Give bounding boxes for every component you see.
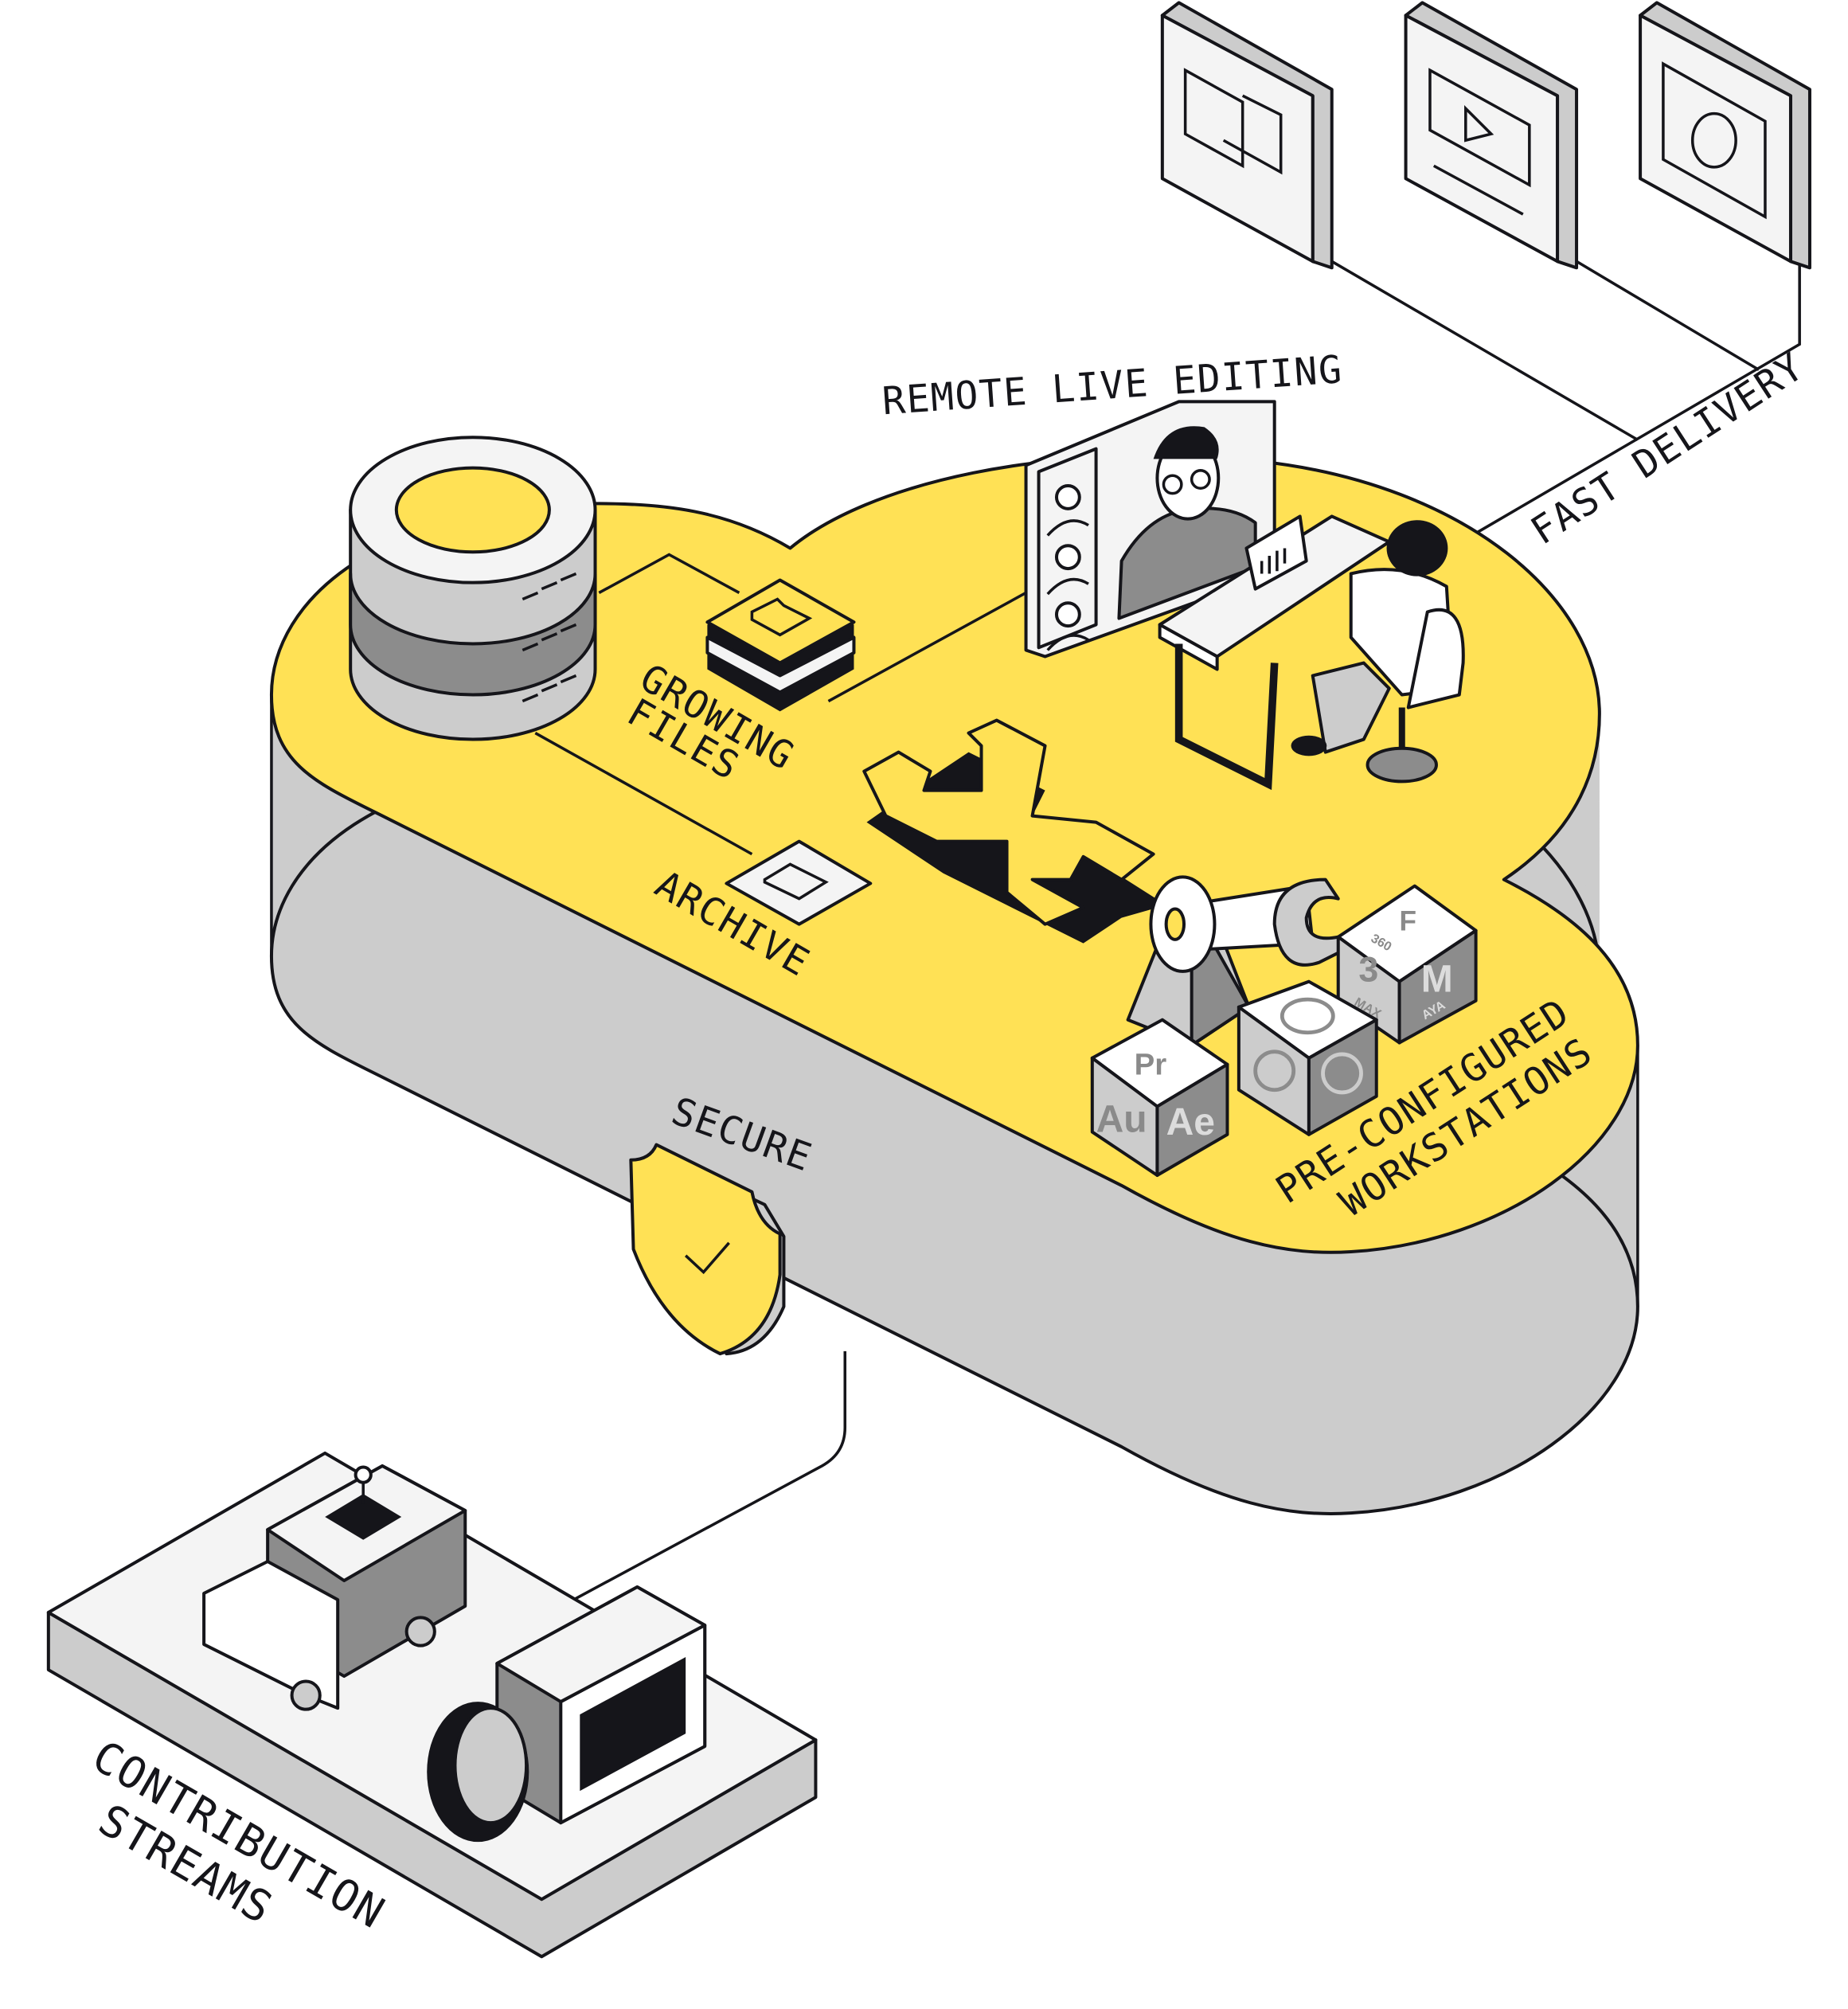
davinci-resolve-icon — [1280, 997, 1335, 1035]
svg-text:Au: Au — [1096, 1099, 1147, 1141]
security-shield-icon — [629, 1143, 786, 1356]
contribution-platform — [46, 1451, 818, 1959]
brand-x-logo — [862, 718, 1166, 944]
connector-lines — [572, 260, 1801, 1601]
archive-icon — [725, 839, 873, 926]
fast-delivery-label: FAST DELIVERY — [1523, 344, 1812, 553]
cube-adobe: Pr Au Ae — [1090, 1018, 1229, 1177]
svg-text:Ae: Ae — [1166, 1101, 1215, 1143]
delivery-screens — [1160, 1, 1811, 270]
svg-text:F: F — [1400, 906, 1417, 937]
svg-text:3: 3 — [1358, 950, 1378, 990]
cube-autodesk: F 360 3 MAX M AYA — [1336, 884, 1478, 1045]
broadcast-truck-icon — [202, 1464, 467, 1711]
cube-resolve-nuke — [1237, 979, 1378, 1136]
svg-text:M: M — [1421, 958, 1453, 1000]
nuke-icon — [1253, 1049, 1296, 1092]
svg-text:Pr: Pr — [1135, 1048, 1167, 1082]
database-icon — [349, 436, 597, 741]
cloud-platform — [272, 456, 1638, 1514]
devices-icon — [1160, 1, 1334, 270]
video-player-icon — [1404, 1, 1579, 270]
instagram-icon — [1639, 1, 1811, 270]
cloud-connections — [534, 553, 1027, 856]
robot-arm-icon — [1126, 875, 1346, 1047]
virus-icon — [1321, 1052, 1363, 1095]
growing-files-icon — [705, 578, 856, 712]
editor-at-desk — [1158, 514, 1465, 791]
camera-icon — [427, 1585, 707, 1843]
